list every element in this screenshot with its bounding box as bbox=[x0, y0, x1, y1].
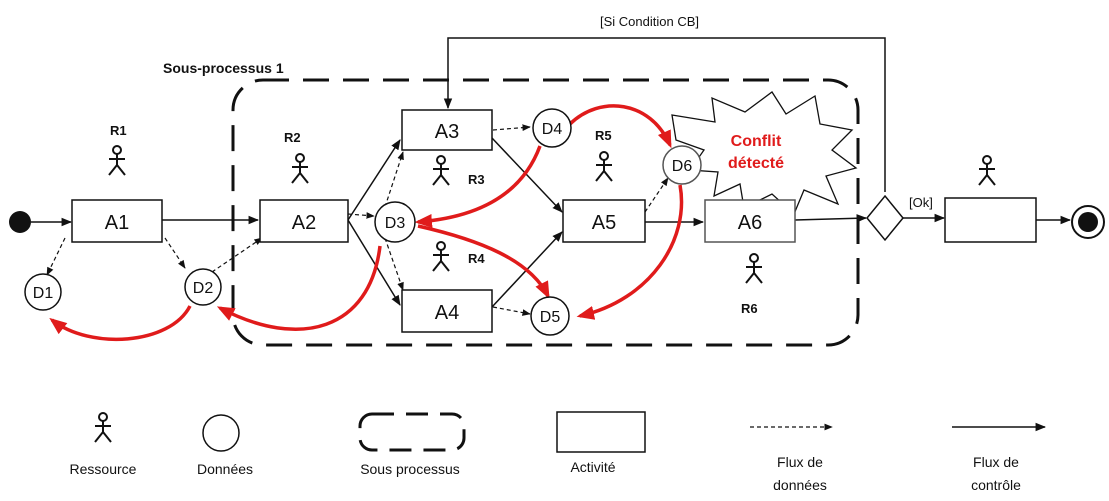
data-object-d2-label: D2 bbox=[193, 280, 214, 297]
legend-data-label: Données bbox=[197, 461, 253, 477]
activity-a2-label: A2 bbox=[292, 212, 316, 234]
activity-a1 bbox=[71, 199, 163, 243]
activity-a5-label: A5 bbox=[592, 212, 616, 234]
activity-final bbox=[944, 197, 1037, 243]
activity-a5 bbox=[562, 199, 646, 243]
data-object-d3 bbox=[374, 201, 416, 243]
legend-data-icon bbox=[202, 414, 240, 452]
decision-gateway bbox=[866, 194, 904, 242]
resource-final-icon bbox=[978, 155, 996, 186]
activity-a4 bbox=[401, 289, 493, 333]
activity-a4-label: A4 bbox=[435, 302, 459, 324]
activity-a3 bbox=[401, 109, 493, 151]
resource-r1-label: R1 bbox=[110, 123, 127, 138]
conflict-label-line2: détecté bbox=[728, 155, 784, 172]
condition-label: [Si Condition CB] bbox=[600, 14, 699, 29]
activity-a6-label: A6 bbox=[738, 212, 762, 234]
resource-r4-icon bbox=[432, 241, 450, 272]
start-event bbox=[9, 211, 31, 233]
legend-resource-icon bbox=[94, 412, 112, 443]
data-object-d2 bbox=[184, 268, 222, 306]
resource-r5-label: R5 bbox=[595, 128, 612, 143]
condition-loop-edge bbox=[443, 37, 886, 192]
subprocess-boundary bbox=[231, 78, 860, 347]
legend-control-flow-label-2: contrôle bbox=[971, 477, 1021, 493]
legend-activity-icon bbox=[556, 411, 646, 453]
resource-r4-label: R4 bbox=[468, 251, 485, 266]
legend-data-flow-label-1: Flux de bbox=[777, 454, 823, 470]
data-object-d6-label: D6 bbox=[672, 158, 693, 175]
resource-r2-icon bbox=[291, 153, 309, 184]
end-event-inner bbox=[1078, 212, 1098, 232]
data-object-d4 bbox=[532, 108, 572, 148]
resource-r1-icon bbox=[108, 145, 126, 176]
data-object-d6 bbox=[662, 145, 702, 185]
legend-control-flow-label-1: Flux de bbox=[973, 454, 1019, 470]
legend-subprocess-label: Sous processus bbox=[360, 461, 460, 477]
legend: Ressource Données Sous processus Activit… bbox=[70, 411, 1047, 493]
data-object-d3-label: D3 bbox=[385, 215, 406, 232]
resource-r2-label: R2 bbox=[284, 130, 301, 145]
conflict-label-line1: Conflit bbox=[731, 133, 782, 150]
activity-a2 bbox=[259, 199, 349, 243]
activity-a3-label: A3 bbox=[435, 121, 459, 143]
resource-r6-label: R6 bbox=[741, 301, 758, 316]
legend-subprocess-icon bbox=[358, 412, 466, 452]
conflict-burst bbox=[671, 91, 858, 216]
resource-r3-icon bbox=[432, 155, 450, 186]
data-object-d4-label: D4 bbox=[542, 121, 563, 138]
legend-resource-label: Ressource bbox=[70, 461, 137, 477]
data-object-d1 bbox=[24, 273, 62, 311]
subprocess-label: Sous-processus 1 bbox=[163, 60, 284, 76]
data-object-d5-label: D5 bbox=[540, 309, 561, 326]
resource-r3-label: R3 bbox=[468, 172, 485, 187]
data-object-d1-label: D1 bbox=[33, 285, 54, 302]
resource-r5-icon bbox=[595, 151, 613, 182]
data-flows bbox=[46, 124, 669, 316]
resource-r6-icon bbox=[745, 253, 763, 284]
activity-a6 bbox=[704, 199, 796, 243]
ok-label: [Ok] bbox=[909, 195, 933, 210]
legend-data-flow-label-2: données bbox=[773, 477, 827, 493]
data-object-d5 bbox=[530, 296, 570, 336]
legend-activity-label: Activité bbox=[570, 459, 615, 475]
conflict-flows bbox=[49, 104, 684, 342]
activity-a1-label: A1 bbox=[105, 212, 129, 234]
